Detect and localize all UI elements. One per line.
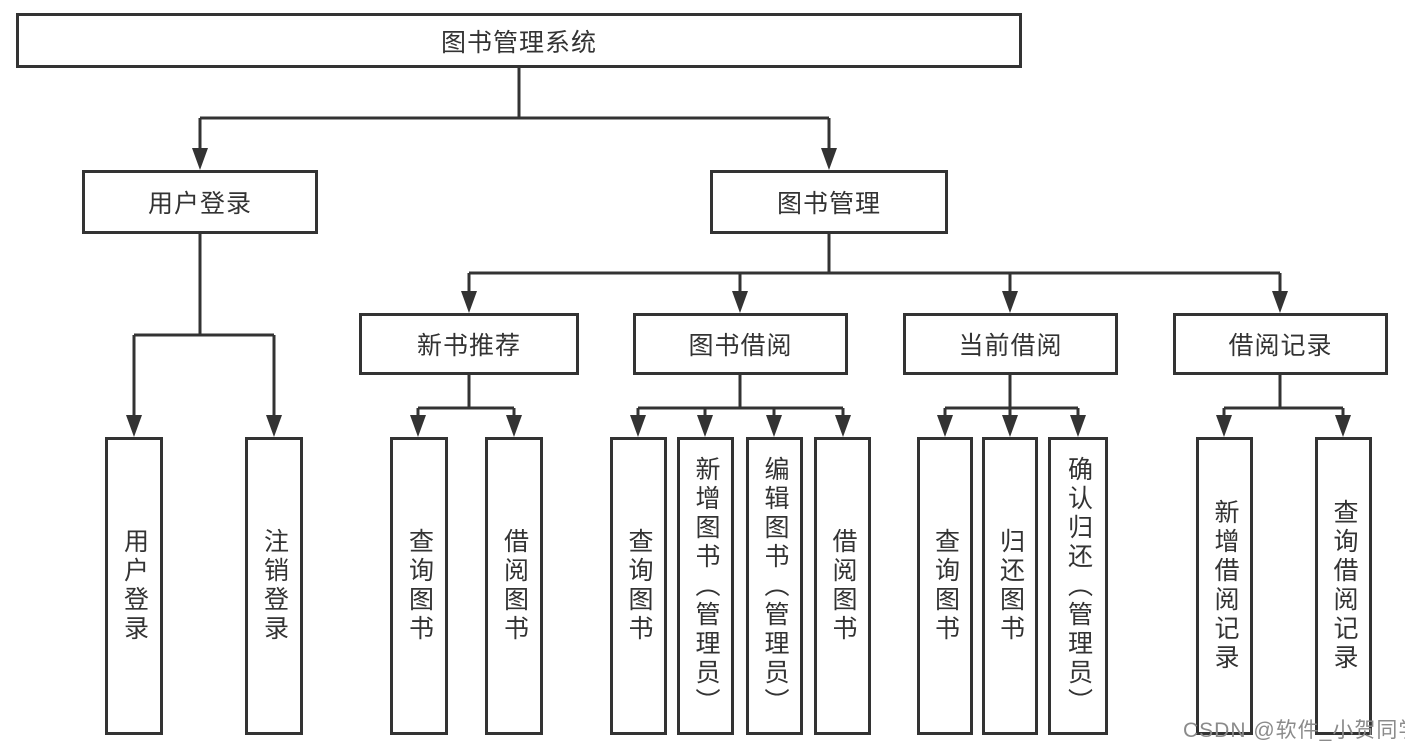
node-label: 新书推荐 (416, 332, 521, 360)
leaf-edit-books-admin: 编辑图书（管理员） (746, 437, 803, 735)
leaf-label: 新增借阅记录 (1211, 499, 1239, 673)
leaf-label: 用户登录 (120, 528, 149, 644)
node-label: 图书借阅 (688, 332, 793, 360)
node-borrow-records: 借阅记录 (1173, 313, 1388, 375)
leaf-label: 查询图书 (625, 528, 653, 644)
tree-edges (132, 68, 1345, 433)
node-new-book-recommend: 新书推荐 (359, 313, 579, 375)
leaf-label: 查询借阅记录 (1330, 499, 1358, 673)
leaf-label: 查询图书 (405, 528, 434, 644)
leaf-confirm-return-admin: 确认归还（管理员） (1048, 437, 1108, 735)
leaf-label: 借阅图书 (829, 528, 857, 644)
leaf-borrow-books-recommend: 借阅图书 (485, 437, 543, 735)
node-book-management: 图书管理 (710, 170, 948, 234)
leaf-borrow-books: 借阅图书 (814, 437, 871, 735)
leaf-label: 借阅图书 (500, 528, 529, 644)
leaf-label: 查询图书 (931, 528, 960, 644)
leaf-user-login: 用户登录 (105, 437, 163, 735)
node-book-borrow: 图书借阅 (633, 313, 848, 375)
watermark-text: CSDN @软件_小贺同学 (1183, 719, 1405, 742)
leaf-query-borrow-record: 查询借阅记录 (1315, 437, 1372, 735)
node-label: 图书管理系统 (440, 28, 597, 57)
leaf-logout: 注销登录 (245, 437, 303, 735)
leaf-query-books-current: 查询图书 (917, 437, 973, 735)
leaf-label: 注销登录 (260, 528, 289, 644)
node-label: 图书管理 (776, 190, 881, 218)
leaf-add-books-admin: 新增图书（管理员） (677, 437, 734, 735)
leaf-label: 新增图书（管理员） (692, 455, 720, 717)
node-current-borrow: 当前借阅 (903, 313, 1118, 375)
node-library-management-system: 图书管理系统 (16, 13, 1022, 68)
leaf-query-books-recommend: 查询图书 (390, 437, 448, 735)
node-label: 借阅记录 (1228, 332, 1333, 360)
node-user-login: 用户登录 (82, 170, 318, 234)
node-label: 用户登录 (147, 190, 252, 218)
node-label: 当前借阅 (958, 332, 1063, 360)
leaf-label: 归还图书 (996, 528, 1025, 644)
leaf-query-books-borrow: 查询图书 (610, 437, 667, 735)
arrowheads (126, 148, 1351, 437)
leaf-add-borrow-record: 新增借阅记录 (1196, 437, 1253, 735)
leaf-label: 编辑图书（管理员） (761, 455, 789, 717)
leaf-return-books: 归还图书 (982, 437, 1038, 735)
leaf-label: 确认归还（管理员） (1064, 455, 1093, 717)
